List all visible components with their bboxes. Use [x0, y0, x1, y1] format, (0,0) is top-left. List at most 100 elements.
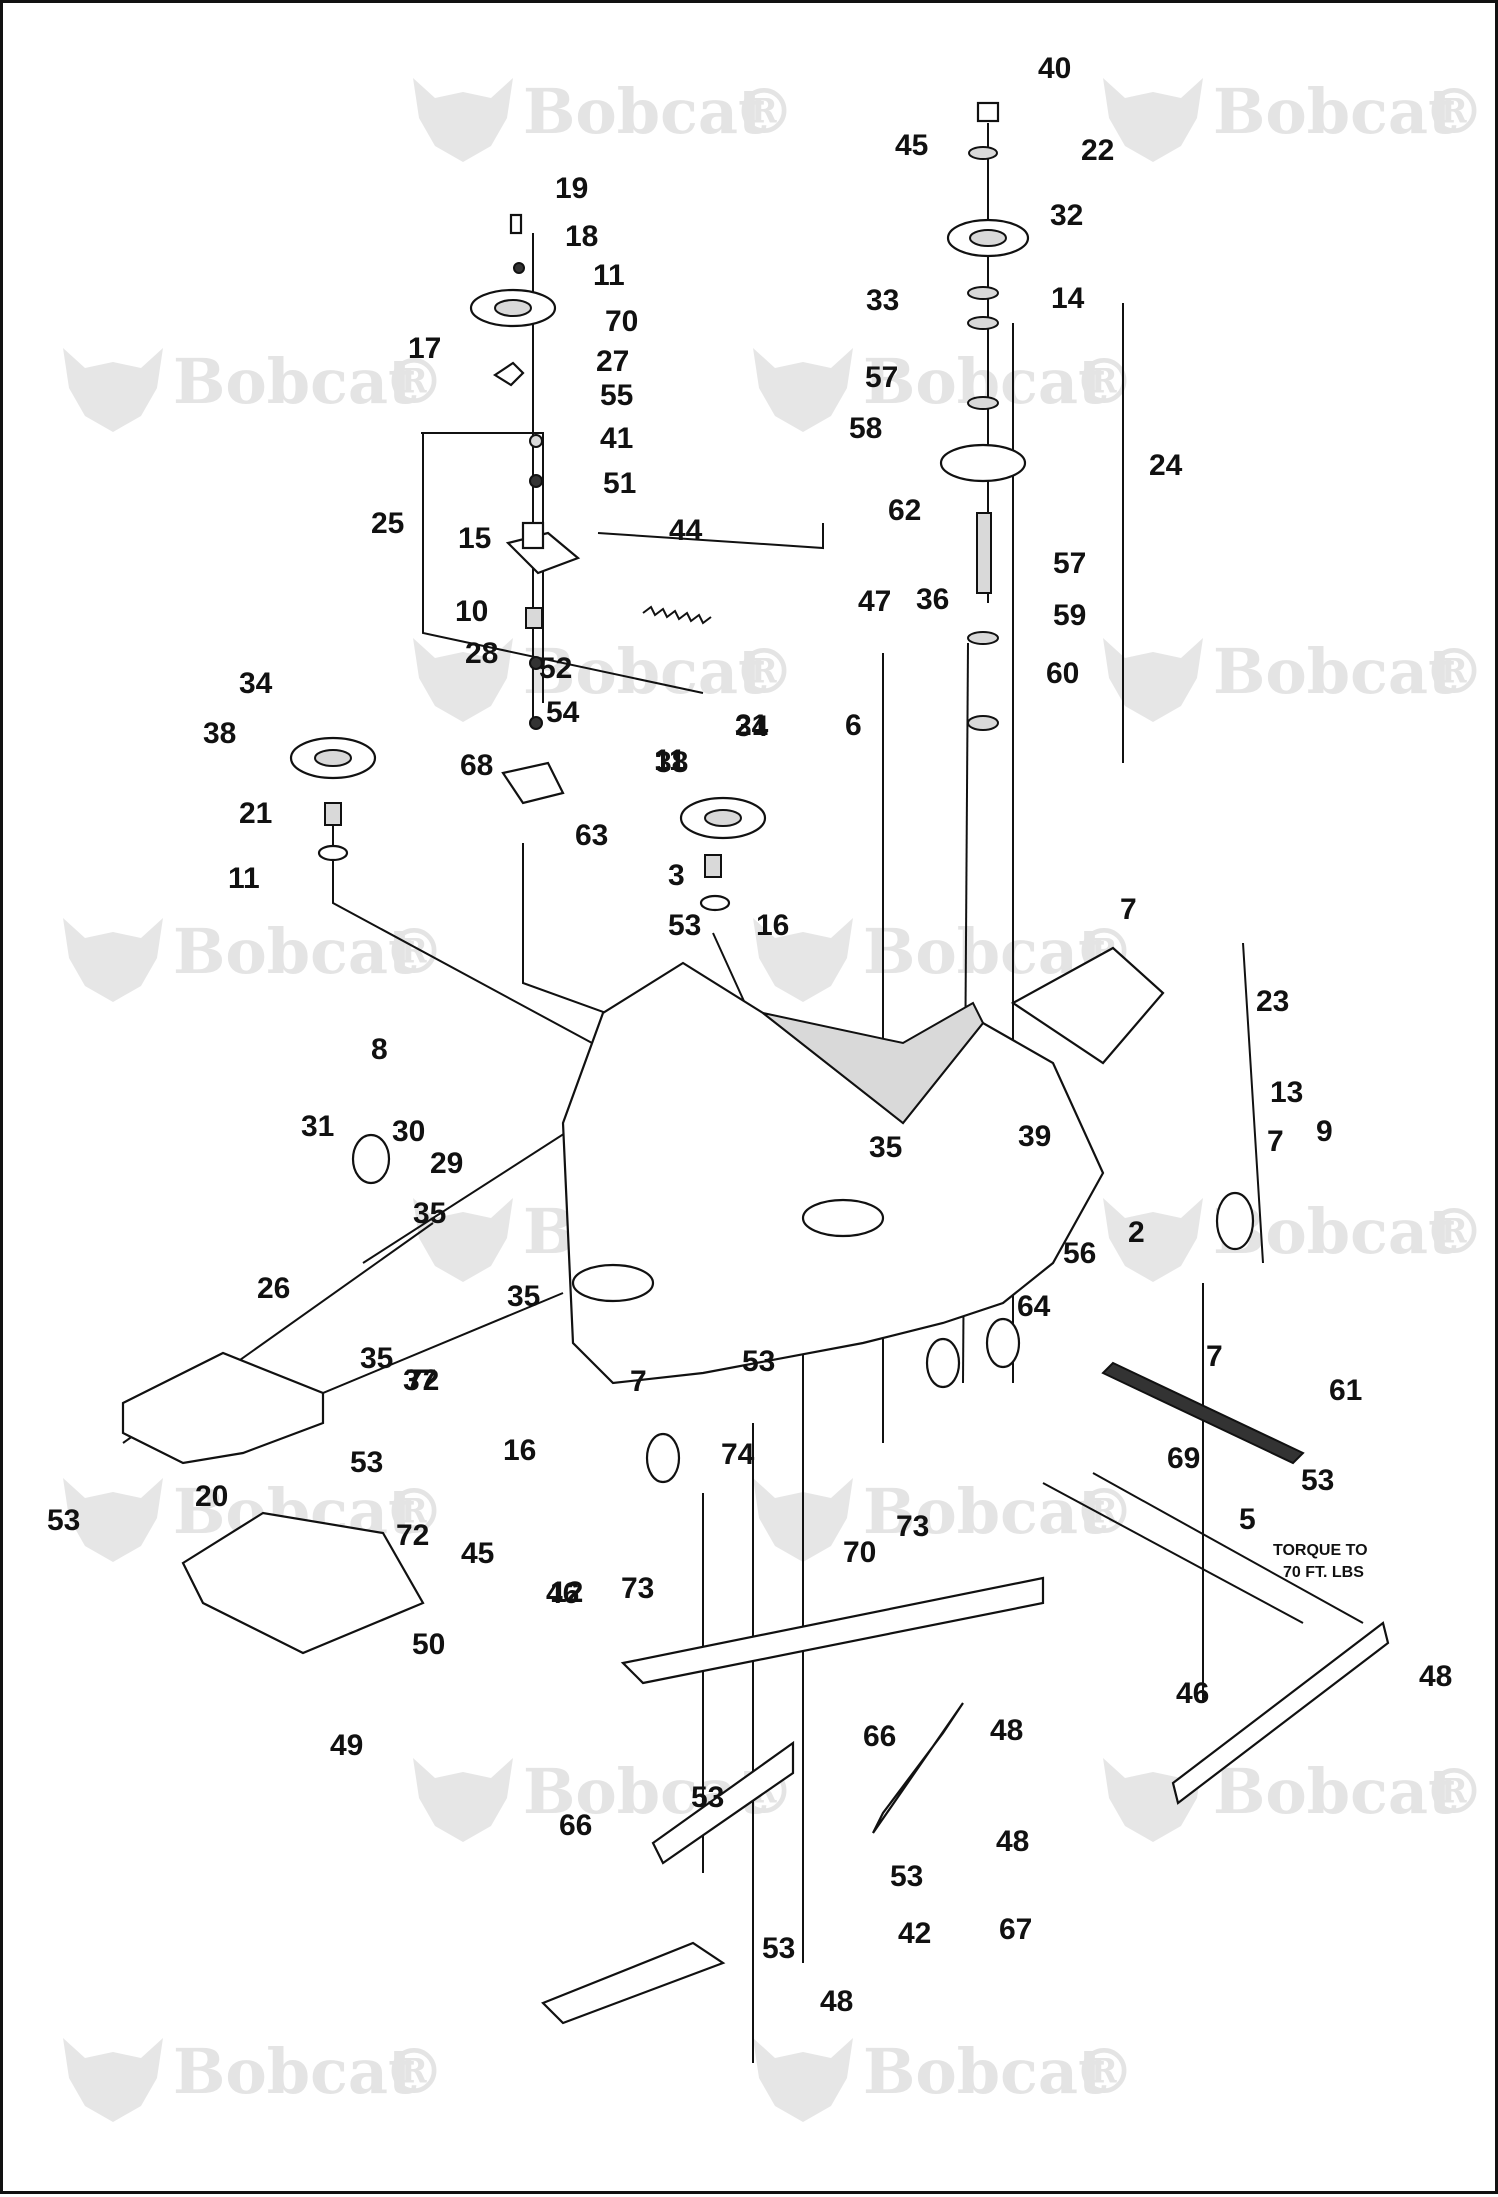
- callout-35: 35: [360, 1342, 393, 1375]
- watermark-text: Bobcat: [523, 75, 767, 148]
- callout-53: 53: [47, 1504, 80, 1537]
- watermark-text: Bobcat: [173, 2035, 417, 2108]
- watermark-registered-mark: ®: [383, 345, 445, 418]
- caster-wheel-part: [645, 1432, 681, 1484]
- callout-50: 50: [412, 1628, 445, 1661]
- idler-plate-part: [501, 761, 565, 805]
- bobcat-head-icon: [753, 2038, 853, 2122]
- belt-cover-part: [1010, 946, 1165, 1065]
- callout-51: 51: [603, 467, 636, 500]
- bobcat-head-icon: [1103, 1198, 1203, 1282]
- bobcat-head-icon: [63, 348, 163, 432]
- spindle-shaft-part: [976, 512, 992, 594]
- bracket-part: [492, 361, 525, 387]
- callout-74: 74: [721, 1438, 755, 1471]
- callout-35: 35: [413, 1197, 446, 1230]
- callout-53: 53: [1301, 1464, 1334, 1497]
- callout-69: 69: [1167, 1442, 1200, 1475]
- washer-part: [968, 146, 998, 160]
- callout-41: 41: [600, 422, 633, 455]
- callout-7: 7: [1206, 1340, 1223, 1373]
- callout-35: 35: [869, 1131, 902, 1164]
- callout-34: 34: [735, 710, 769, 743]
- callout-45: 45: [895, 129, 928, 162]
- callout-5: 5: [1239, 1503, 1256, 1536]
- callout-36: 36: [916, 583, 949, 616]
- callout-23: 23: [1256, 985, 1289, 1018]
- callout-44: 44: [669, 514, 703, 547]
- bolt-part: [509, 213, 523, 235]
- exploded-parts-diagram: Bobcat®Bobcat®Bobcat®Bobcat®Bobcat®Bobca…: [47, 52, 1485, 2122]
- watermark-registered-mark: ®: [733, 75, 795, 148]
- spindle-housing-part: [939, 443, 1027, 483]
- callout-9: 9: [1316, 1115, 1333, 1148]
- callout-21: 21: [239, 797, 272, 830]
- callout-33: 33: [866, 284, 899, 317]
- bobcat-watermark: Bobcat®: [63, 915, 445, 1002]
- callout-12: 12: [550, 1576, 583, 1609]
- watermark-text: Bobcat: [863, 1475, 1107, 1548]
- callout-53: 53: [668, 909, 701, 942]
- callout-62: 62: [888, 494, 921, 527]
- watermark-registered-mark: ®: [1423, 635, 1485, 708]
- callout-29: 29: [430, 1147, 463, 1180]
- callout-10: 10: [455, 595, 488, 628]
- watermark-registered-mark: ®: [1423, 1195, 1485, 1268]
- callout-58: 58: [849, 412, 882, 445]
- callout-48: 48: [820, 1985, 853, 2018]
- spacer-part: [525, 607, 543, 629]
- callout-7: 7: [1267, 1125, 1284, 1158]
- bolt-part: [976, 101, 1000, 123]
- bobcat-head-icon: [1103, 638, 1203, 722]
- bobcat-head-icon: [753, 348, 853, 432]
- callout-47: 47: [858, 585, 891, 618]
- callout-7: 7: [1120, 893, 1137, 926]
- watermark-text: Bobcat: [523, 635, 767, 708]
- spindle-pulley-part: [801, 1198, 885, 1238]
- callout-53: 53: [762, 1932, 795, 1965]
- bobcat-watermark: Bobcat®: [753, 1475, 1135, 1562]
- bobcat-watermark: Bobcat®: [1103, 1195, 1485, 1282]
- spring-part: [642, 605, 712, 625]
- callout-57: 57: [1053, 547, 1086, 580]
- callout-13: 13: [1270, 1076, 1303, 1109]
- callout-63: 63: [575, 819, 608, 852]
- spacer-part: [324, 802, 342, 826]
- callout-24: 24: [1149, 449, 1183, 482]
- callout-19: 19: [555, 172, 588, 205]
- callout-7: 7: [630, 1365, 647, 1398]
- roller-part: [1215, 1191, 1255, 1251]
- bobcat-watermark: Bobcat®: [63, 345, 445, 432]
- spacer-part: [704, 854, 722, 878]
- bobcat-head-icon: [753, 918, 853, 1002]
- watermark-text: Bobcat: [1213, 1755, 1457, 1828]
- bobcat-watermark: Bobcat®: [1103, 75, 1485, 162]
- callout-52: 52: [539, 652, 572, 685]
- callout-56: 56: [1063, 1237, 1096, 1270]
- roller-part: [351, 1133, 391, 1185]
- callout-48: 48: [1419, 1660, 1452, 1693]
- callout-53: 53: [742, 1345, 775, 1378]
- callout-46: 46: [1176, 1677, 1209, 1710]
- callout-20: 20: [195, 1480, 228, 1513]
- watermark-registered-mark: ®: [1423, 1755, 1485, 1828]
- callout-11: 11: [228, 862, 260, 895]
- callout-72: 72: [406, 1364, 439, 1397]
- watermark-registered-mark: ®: [1073, 1475, 1135, 1548]
- callout-66: 66: [863, 1720, 896, 1753]
- bearing-part: [967, 286, 999, 300]
- washer-part: [699, 894, 731, 912]
- callout-53: 53: [890, 1860, 923, 1893]
- callout-67: 67: [999, 1913, 1032, 1946]
- callout-3: 3: [668, 859, 685, 892]
- bobcat-head-icon: [413, 1758, 513, 1842]
- callout-8: 8: [371, 1033, 388, 1066]
- callout-30: 30: [392, 1115, 425, 1148]
- bobcat-head-icon: [413, 1198, 513, 1282]
- callout-42: 42: [898, 1917, 931, 1950]
- callout-31: 31: [301, 1110, 334, 1143]
- caster-wheel-part: [985, 1317, 1021, 1369]
- callout-61: 61: [1329, 1374, 1362, 1407]
